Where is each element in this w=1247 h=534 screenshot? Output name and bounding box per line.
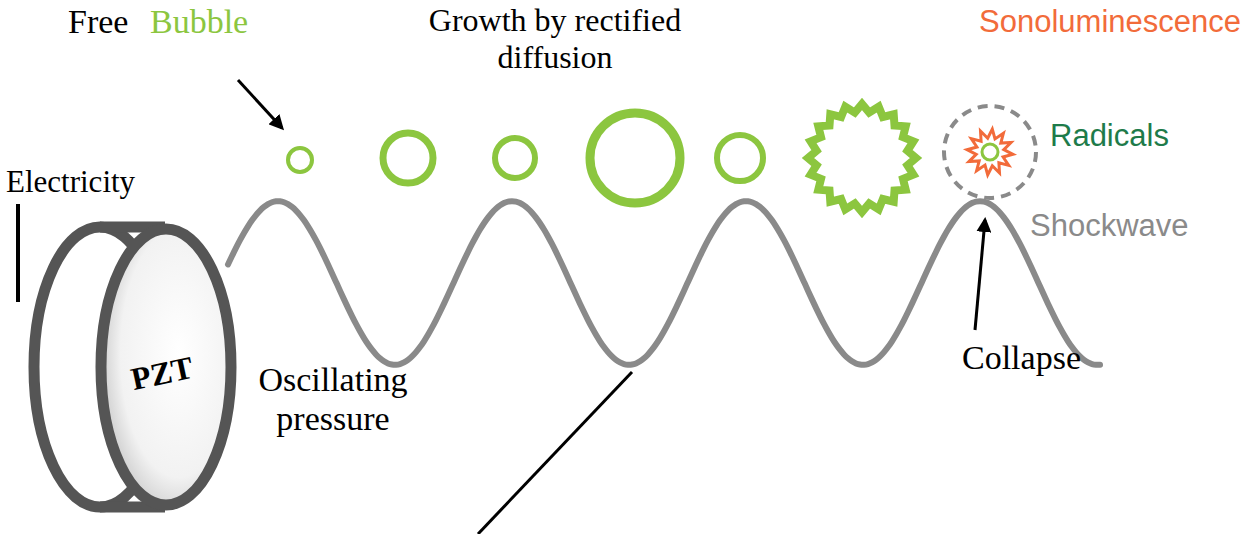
pointer-arrow: [238, 80, 282, 128]
bubble: [288, 148, 312, 172]
bubble: [383, 133, 433, 183]
disk-outline: [101, 229, 231, 505]
bubble-label: Bubble: [150, 2, 248, 41]
radicals-label: Radicals: [1050, 118, 1169, 154]
electricity-label: Electricity: [6, 164, 135, 200]
transducer-disk: PZT: [95, 223, 237, 511]
bubble: [495, 138, 535, 178]
bubble: [982, 144, 998, 160]
collapse-label: Collapse: [962, 338, 1081, 377]
shockwave-ring: [944, 106, 1036, 198]
free-label: Free: [68, 2, 128, 41]
light-flash: [967, 129, 1013, 175]
bubble: [717, 135, 763, 181]
sonoluminescence-label: Sonoluminescence: [979, 4, 1241, 40]
bubble: [590, 113, 680, 203]
wire: [16, 204, 20, 302]
pointer-arrow: [975, 220, 985, 330]
shockwave-label: Shockwave: [1030, 208, 1189, 244]
growth-label: Growth by rectified diffusion: [405, 2, 705, 76]
collapsing-bubble: [808, 104, 916, 212]
oscillating-label: Oscillating pressure: [238, 360, 428, 438]
leader-line: [478, 372, 632, 534]
